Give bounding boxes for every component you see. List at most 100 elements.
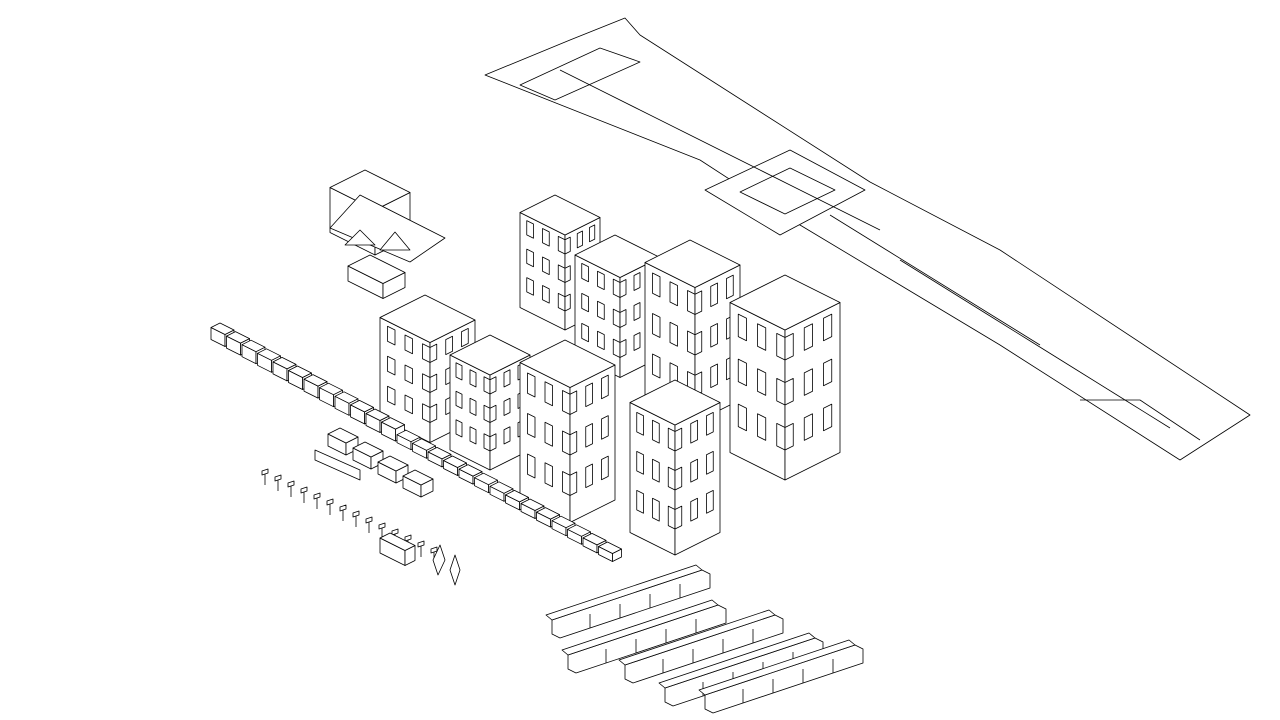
apartment-building-window: [803, 323, 813, 351]
apartment-building-window: [667, 505, 676, 530]
apartment-building-window: [597, 270, 605, 291]
apartment-building-window: [597, 300, 605, 321]
apartment-building-window: [601, 374, 609, 400]
train-roof: [618, 609, 776, 666]
apartment-building-window: [636, 411, 644, 436]
road-center-line: [829, 214, 1041, 346]
car-top-face: [567, 524, 591, 537]
house-dormer: [379, 231, 411, 251]
apartment-building-window: [585, 423, 593, 448]
apartment-building-window: [569, 430, 578, 456]
apartment-building-window: [564, 293, 571, 312]
road-crosswalk: [519, 47, 641, 101]
road-with-intersection: [484, 17, 1251, 461]
tram: [618, 609, 784, 684]
road-lane-marking: [799, 189, 841, 211]
apartment-building-window: [404, 334, 413, 355]
road-lane-marking: [679, 129, 721, 151]
truck-top-face: [226, 331, 250, 344]
apartment-building-window: [674, 466, 683, 491]
car-top-face: [427, 446, 452, 460]
apartment-building-window: [667, 466, 676, 491]
apartment-building-window: [652, 353, 661, 379]
apartment-building-window: [706, 411, 714, 436]
apartment-building-window: [483, 433, 491, 452]
apartment-building-window: [690, 419, 698, 444]
train-roof: [658, 632, 816, 689]
truck-top-face: [257, 348, 281, 361]
apartment-building-window: [619, 309, 627, 328]
car-top-face: [598, 541, 622, 554]
apartment-building-window: [706, 450, 714, 475]
apartment-building-window: [757, 368, 767, 396]
apartment-building-window: [669, 321, 678, 347]
truck-top-face: [272, 356, 297, 370]
rail-track-segment: [899, 259, 946, 289]
apartment-building-window: [564, 265, 571, 283]
apartment-building-window: [803, 368, 813, 396]
apartment-building-window: [601, 415, 609, 440]
apartment-building-window: [542, 285, 550, 304]
street-sign: [274, 474, 282, 482]
road-lane-marking: [639, 109, 681, 131]
truck-top-face: [288, 365, 312, 378]
apartment-building-window: [503, 426, 511, 445]
apartment-building-window: [784, 332, 794, 361]
truck-top-face: [350, 399, 374, 413]
apartment-building-window: [527, 372, 536, 398]
house-roof: [329, 194, 446, 263]
van-top-face: [402, 469, 434, 486]
apartment-building-window: [581, 262, 589, 283]
apartment-building-window: [757, 323, 767, 351]
apartment-building-window: [569, 471, 578, 496]
road-lane-marking: [559, 69, 601, 91]
apartment-building-window: [667, 427, 676, 452]
apartment-building-window: [445, 335, 453, 356]
street-sign: [300, 486, 308, 494]
apartment-building-window: [429, 373, 438, 393]
van: [402, 469, 434, 498]
street-sign: [261, 468, 269, 476]
street-sign: [404, 534, 412, 542]
truck-top-face: [241, 339, 266, 353]
street-sign: [352, 510, 360, 518]
apartment-building-top-face: [629, 379, 721, 426]
apartment-building-window: [544, 381, 553, 407]
apartment-building-window: [469, 369, 477, 388]
apartment-building-window: [674, 505, 683, 530]
apartment-building-window: [527, 453, 536, 479]
apartment-building-window: [636, 450, 644, 475]
van-top-face: [327, 427, 359, 444]
house: [329, 169, 446, 299]
apartment-building-window: [726, 274, 734, 300]
car-top-face: [520, 498, 545, 511]
car-top-face: [489, 481, 514, 494]
apartment-building-window: [387, 385, 396, 406]
apartment-building-window: [422, 373, 431, 393]
apartment-building-top-face: [449, 334, 531, 376]
apartment-building-window: [542, 228, 550, 247]
car-top-face: [551, 515, 576, 529]
apartment-building-window: [669, 281, 678, 307]
apartment-building-window: [461, 327, 469, 348]
apartment-building-window: [589, 224, 596, 243]
apartment-building-window: [636, 489, 644, 514]
apartment-building-window: [687, 290, 696, 315]
apartment-building-window: [694, 330, 703, 356]
street-sign: [417, 540, 425, 548]
apartment-building-window: [422, 343, 431, 363]
apartment-building-window: [562, 390, 571, 415]
apartment-building-top-face: [379, 294, 476, 343]
car-top-face: [582, 533, 607, 546]
apartment-building-window: [757, 413, 767, 441]
apartment-building-window: [564, 236, 571, 255]
apartment-building-window: [581, 292, 589, 313]
apartment-building-window: [619, 339, 627, 358]
apartment-building-window: [737, 358, 747, 387]
street-sign: [287, 480, 295, 488]
apartment-building-window: [469, 397, 477, 416]
street-furniture: [261, 449, 461, 586]
apartment-building-window: [674, 427, 683, 452]
apartment-building-window: [619, 279, 627, 298]
apartment-building-window: [652, 458, 660, 483]
